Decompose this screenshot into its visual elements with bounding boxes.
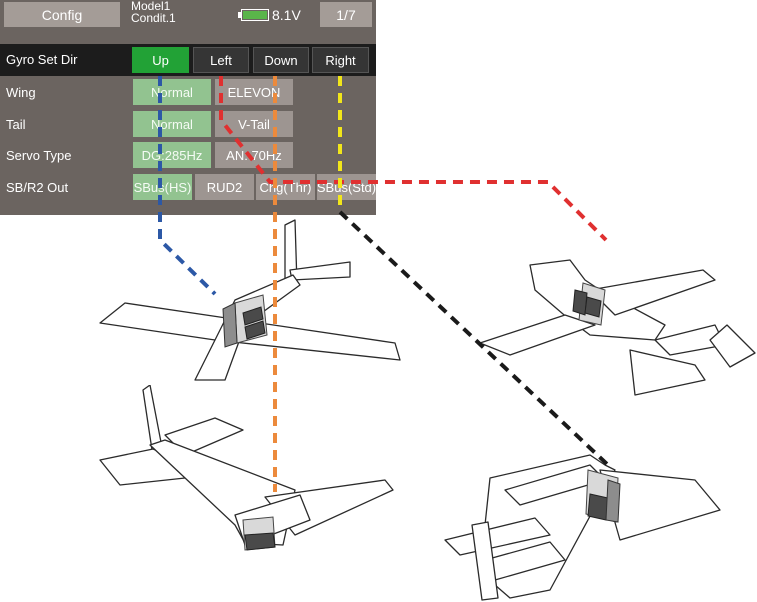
gyro-dir-up-button[interactable]: Up <box>132 47 189 73</box>
sbus-out-label: SB/R2 Out <box>6 180 69 195</box>
gyro-set-dir-row: Gyro Set Dir Up Left Down Right <box>0 44 376 76</box>
config-tab-button[interactable]: Config <box>4 2 120 27</box>
battery-voltage: 8.1V <box>272 7 301 23</box>
battery-icon <box>241 9 269 21</box>
tail-label: Tail <box>6 117 26 132</box>
gyro-unit-icon <box>572 282 606 326</box>
horizontal-stabilizer <box>444 517 551 556</box>
gyro-set-dir-label: Gyro Set Dir <box>6 52 78 67</box>
model-info: Model1 Condit.1 <box>131 0 176 24</box>
gyro-dir-right-button[interactable]: Right <box>312 47 369 73</box>
tail-normal-button[interactable]: Normal <box>133 111 211 137</box>
page-indicator[interactable]: 1/7 <box>320 2 372 27</box>
battery-tip <box>238 12 241 18</box>
airplane-gyro-left <box>479 259 756 396</box>
config-screen: Config Model1 Condit.1 8.1V 1/7 Gyro Set… <box>0 0 376 215</box>
wing-label: Wing <box>6 85 36 100</box>
gyro-unit-icon <box>222 294 268 348</box>
battery-level-fill <box>243 11 267 19</box>
gyro-unit-icon <box>585 469 621 523</box>
tail-vtail-button[interactable]: V-Tail <box>215 111 293 137</box>
gyro-unit-icon <box>242 516 276 551</box>
leader-line-left <box>219 76 608 242</box>
condition-name: Condit.1 <box>131 11 176 25</box>
gyro-dir-down-button[interactable]: Down <box>253 47 309 73</box>
leader-line-right-to-plane <box>338 210 610 467</box>
main-wing-right <box>589 269 716 316</box>
main-wing-left <box>479 314 596 356</box>
rud2-button[interactable]: RUD2 <box>195 174 254 200</box>
tail-plane <box>629 349 706 396</box>
leader-line-up <box>158 76 217 296</box>
airplane-gyro-down <box>99 385 394 551</box>
vertical-fin <box>471 521 499 601</box>
gyro-dir-left-button[interactable]: Left <box>193 47 249 73</box>
wing-elevon-button[interactable]: ELEVON <box>215 79 293 105</box>
model-name: Model1 <box>131 0 171 13</box>
sbus-hs-button[interactable]: SBus(HS) <box>133 174 192 200</box>
servo-digital-button[interactable]: DG:285Hz <box>133 142 211 168</box>
servo-analog-button[interactable]: AN: 70Hz <box>215 142 293 168</box>
sbus-std-button[interactable]: SBus(Std) <box>317 174 376 200</box>
airplane-gyro-right <box>444 454 721 601</box>
servo-type-label: Servo Type <box>6 148 72 163</box>
vertical-fin <box>709 324 756 368</box>
